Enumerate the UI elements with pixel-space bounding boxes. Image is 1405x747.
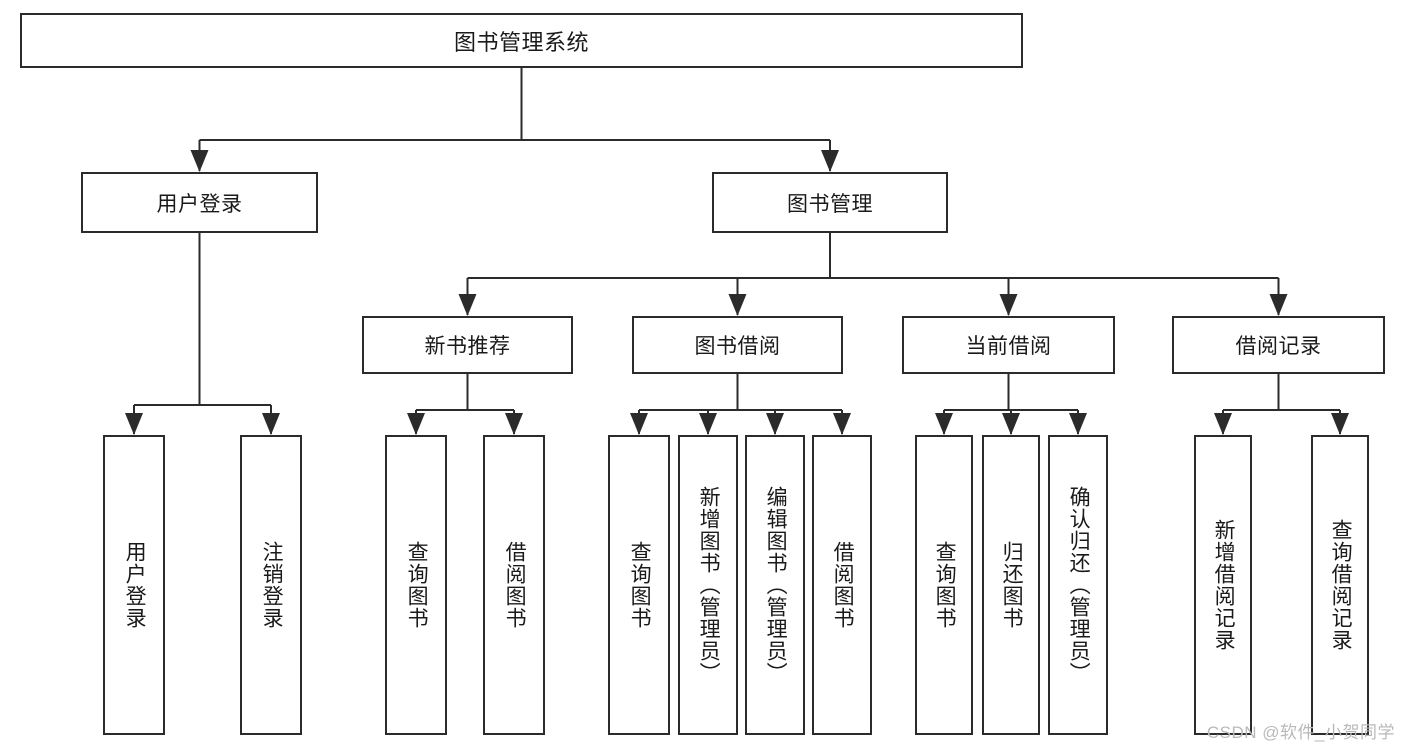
node-book-borrow[interactable]: 图书借阅 — [632, 316, 843, 374]
node-label: 图书管理系统 — [453, 29, 589, 55]
node-label: 查询图书 — [405, 541, 429, 629]
leaf-add-book-admin[interactable]: 新增图书（管理员） — [678, 435, 738, 735]
node-label: 查询图书 — [628, 541, 652, 629]
leaf-query-book-borrow[interactable]: 查询图书 — [608, 435, 670, 735]
node-label: 新增图书（管理员） — [697, 486, 721, 684]
leaf-user-login[interactable]: 用户登录 — [103, 435, 165, 735]
node-label: 借阅图书 — [831, 541, 855, 629]
node-label: 确认归还（管理员） — [1067, 486, 1091, 684]
node-user-login[interactable]: 用户登录 — [81, 172, 318, 233]
node-label: 图书管理 — [787, 192, 873, 216]
node-borrow-record[interactable]: 借阅记录 — [1172, 316, 1385, 374]
node-label: 借阅图书 — [503, 541, 527, 629]
node-current-borrow[interactable]: 当前借阅 — [902, 316, 1115, 374]
node-label: 用户登录 — [156, 192, 243, 216]
leaf-borrow-book[interactable]: 借阅图书 — [812, 435, 872, 735]
node-label: 注销登录 — [260, 541, 284, 629]
node-label: 用户登录 — [123, 541, 147, 629]
node-label: 图书借阅 — [694, 335, 781, 358]
node-label: 新增借阅记录 — [1212, 519, 1236, 651]
leaf-return-book[interactable]: 归还图书 — [982, 435, 1040, 735]
node-label: 查询图书 — [933, 541, 957, 629]
node-label: 借阅记录 — [1235, 335, 1322, 358]
leaf-add-borrow-record[interactable]: 新增借阅记录 — [1194, 435, 1252, 735]
node-new-book-recommend[interactable]: 新书推荐 — [362, 316, 573, 374]
node-label: 当前借阅 — [965, 335, 1052, 358]
leaf-query-book-recommend[interactable]: 查询图书 — [385, 435, 447, 735]
csdn-watermark: CSDN @软件_小贺同学 — [1206, 723, 1395, 742]
leaf-confirm-return-admin[interactable]: 确认归还（管理员） — [1048, 435, 1108, 735]
leaf-query-book-current[interactable]: 查询图书 — [915, 435, 973, 735]
node-label: 编辑图书（管理员） — [764, 486, 788, 684]
node-label: 新书推荐 — [424, 335, 511, 358]
node-book-manage[interactable]: 图书管理 — [712, 172, 948, 233]
leaf-edit-book-admin[interactable]: 编辑图书（管理员） — [745, 435, 805, 735]
leaf-logout[interactable]: 注销登录 — [240, 435, 302, 735]
leaf-query-borrow-record[interactable]: 查询借阅记录 — [1311, 435, 1369, 735]
node-label: 查询借阅记录 — [1329, 519, 1353, 651]
node-label: 归还图书 — [1000, 541, 1024, 629]
leaf-borrow-book-recommend[interactable]: 借阅图书 — [483, 435, 545, 735]
node-root-system[interactable]: 图书管理系统 — [20, 13, 1023, 68]
